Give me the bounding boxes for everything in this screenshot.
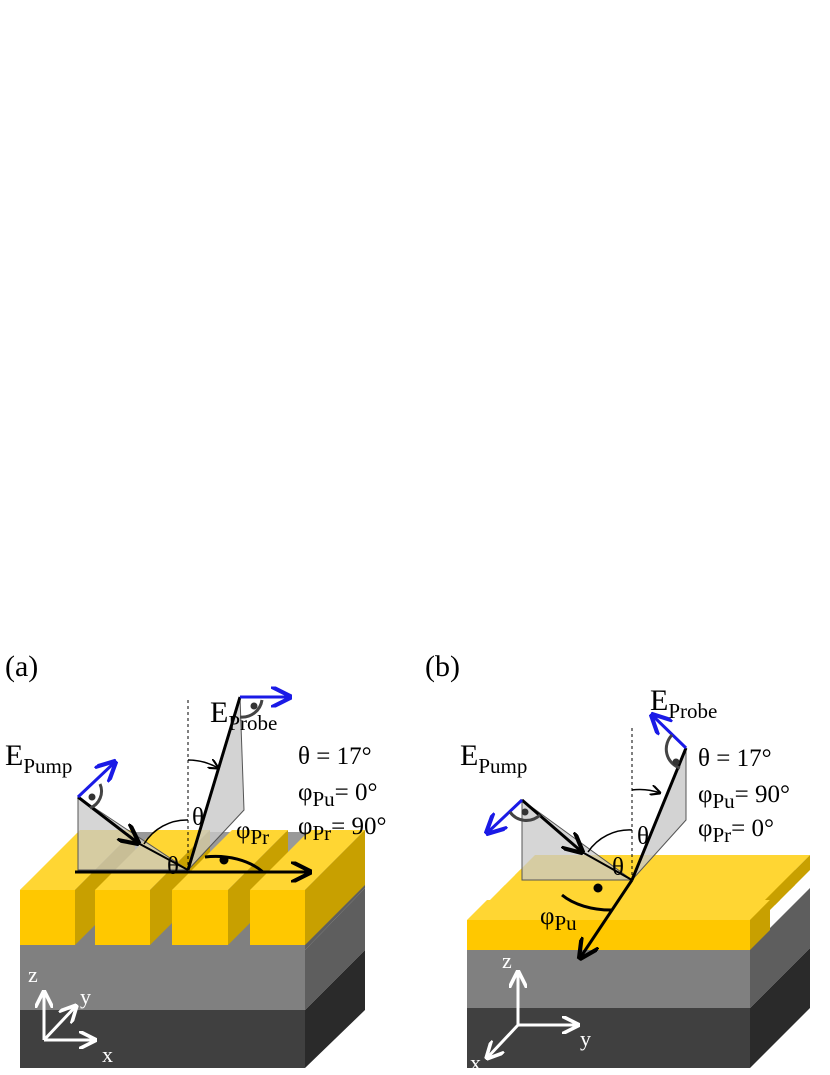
panel-b-probe-field-label: EProbe [650, 684, 717, 723]
panel-a-axis-z: z [28, 962, 38, 987]
panel-b-phi-arc [561, 893, 613, 912]
panel-a-pump-polarization [76, 762, 115, 799]
panel-b-axis-x: x [470, 1050, 481, 1075]
panel-b-phi-marker-label: φPu [540, 903, 577, 935]
panel-a-phi-pu-equation: φPu= 0° [298, 779, 377, 811]
panel-b-probe-right-angle [664, 733, 681, 770]
panel-a-axes: z y x [28, 962, 113, 1067]
panel-b-phi-pr-equation: φPr= 0° [698, 815, 774, 847]
panel-b-pump-polarization [487, 798, 524, 833]
panel-a-theta-in-label: θ [167, 853, 179, 880]
panel-b-surface-arrow [580, 879, 634, 958]
panel-a-axis-y: y [80, 984, 91, 1009]
panel-a-pump-beam-tail [137, 842, 189, 871]
panel-a-theta-in-arc [143, 819, 189, 845]
panel-b-pump-field-label: EPump [460, 739, 527, 778]
panel-a-phi-pr-equation: φPr= 90° [298, 813, 386, 845]
panel-a-probe-field-label: EProbe [210, 696, 277, 735]
panel-b-probe-polarization [652, 715, 688, 750]
panel-b-axes: z y x [470, 948, 591, 1075]
panel-b: (b) [425, 650, 810, 1075]
panel-a-probe-beam [186, 696, 242, 871]
panel-a-phi-marker-label: φPr [236, 817, 269, 849]
panel-a-theta-equation: θ = 17° [298, 743, 372, 770]
panel-b-theta-out-label: θ [637, 823, 649, 850]
panel-b-theta-out-arc [631, 789, 660, 793]
panel-a-pump-right-angle [89, 783, 103, 810]
panel-a-pump-field-label: EPump [5, 739, 72, 778]
panel-b-probe-beam [630, 747, 688, 881]
panel-a-pump-beam [77, 795, 138, 843]
panel-a-theta-out-arc [187, 760, 218, 768]
panel-a: (a) [5, 650, 386, 1068]
panel-b-axis-z: z [502, 948, 512, 973]
panel-b-substrate [467, 888, 810, 1068]
panel-a-gold-stripes [20, 830, 365, 945]
panel-b-pump-beam [521, 798, 582, 852]
panel-b-theta-equation: θ = 17° [698, 745, 772, 772]
panel-b-axis-y: y [580, 1026, 591, 1051]
panel-a-theta-out-label: θ [192, 804, 204, 831]
panel-a-axis-x: x [102, 1042, 113, 1067]
panel-b-pump-beam-tail [581, 851, 633, 881]
panel-b-label: (b) [425, 650, 460, 683]
panel-a-label: (a) [5, 650, 38, 683]
panel-a-probe-right-angle [239, 699, 264, 719]
panel-b-pump-right-angle [508, 811, 542, 822]
panel-b-theta-in-label: θ [612, 854, 624, 881]
panel-b-theta-in-arc [587, 829, 633, 853]
panel-b-gold-stripes [467, 855, 810, 950]
panel-b-phi-pu-equation: φPu= 90° [698, 781, 790, 813]
panel-a-phi-arc [204, 854, 264, 874]
